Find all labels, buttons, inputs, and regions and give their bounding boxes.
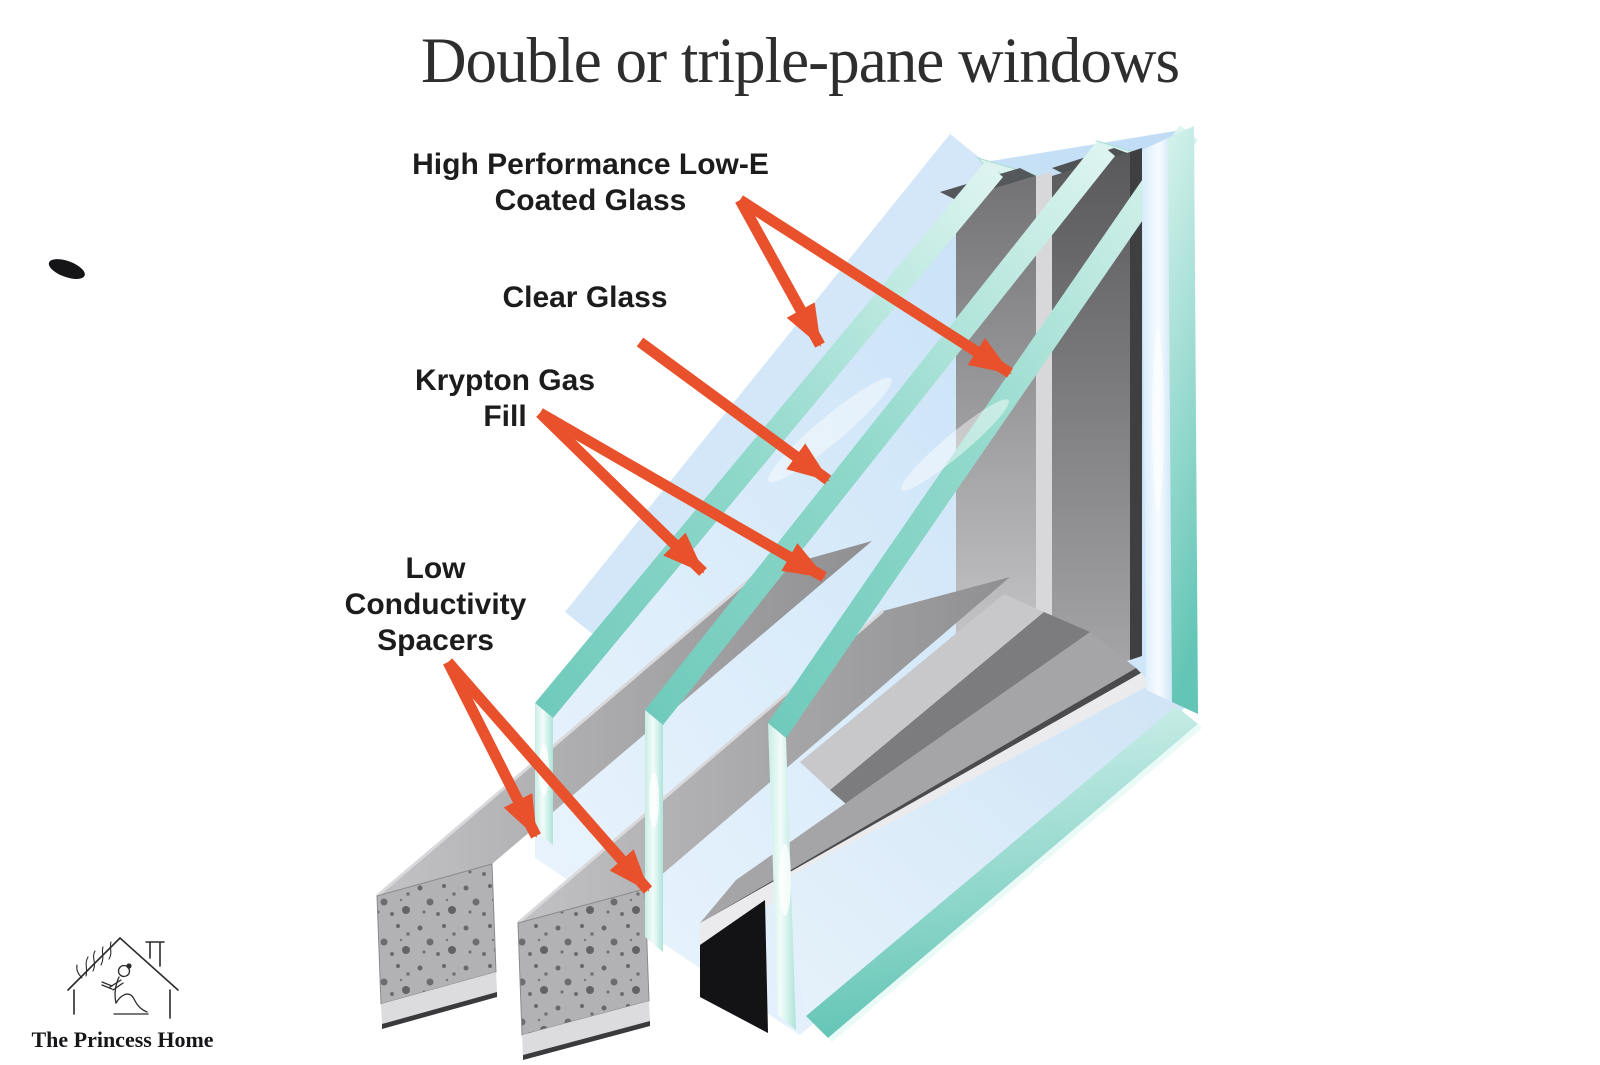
house-logo-icon xyxy=(66,936,179,1019)
arrow-krypton-gap2 xyxy=(537,408,827,582)
glass-pane-ends xyxy=(535,703,796,1030)
spacer-bar-1 xyxy=(376,541,872,1029)
arrow-spacer-1 xyxy=(443,659,541,839)
label-spacers-line1: Low xyxy=(405,552,466,585)
callout-arrows xyxy=(443,195,1013,894)
outer-pane-bottom-edge xyxy=(782,684,1202,1042)
glass-pane-2-edge xyxy=(645,141,1115,725)
label-clear-line1: Clear Glass xyxy=(502,281,668,314)
label-krypton-line2: Fill xyxy=(483,400,527,433)
roof-plants xyxy=(75,941,112,979)
brand-logo: The Princess Home xyxy=(15,930,230,1053)
reading-figure xyxy=(100,963,149,1015)
label-low-e-line1: High Performance Low-E xyxy=(412,148,769,181)
label-krypton-gas-fill: Krypton Gas Fill xyxy=(330,363,680,435)
label-low-conductivity-spacers: Low Conductivity Spacers xyxy=(283,551,588,659)
page-title: Double or triple-pane windows xyxy=(420,25,1180,97)
spacer-bar-2 xyxy=(517,577,1010,1060)
arrow-lowe-outer xyxy=(735,197,825,348)
arrow-spacer-2 xyxy=(443,658,653,894)
label-spacers-line2: Conductivity xyxy=(344,588,527,621)
label-low-e-coated-glass: High Performance Low-E Coated Glass xyxy=(368,147,813,219)
label-low-e-line2: Coated Glass xyxy=(494,184,687,217)
corner-seam xyxy=(48,259,85,279)
label-krypton-line1: Krypton Gas xyxy=(414,364,596,397)
sill-shadow xyxy=(700,900,768,1033)
outer-pane-face xyxy=(565,134,985,640)
arrow-lowe-inner xyxy=(737,195,1013,378)
arrow-clear-glass xyxy=(636,337,832,485)
arrow-krypton-gap1 xyxy=(536,409,707,576)
label-clear-glass: Clear Glass xyxy=(430,280,740,316)
label-spacers-line3: Spacers xyxy=(377,624,494,657)
outer-pane-right-edge xyxy=(1142,126,1198,714)
brand-logo-text: The Princess Home xyxy=(31,1027,214,1052)
glass-pane-3-edge xyxy=(768,125,1198,738)
